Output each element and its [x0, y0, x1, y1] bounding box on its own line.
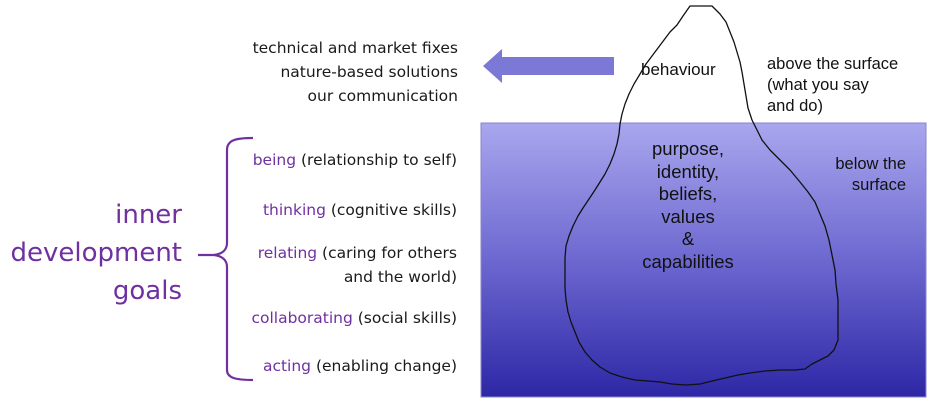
water-surface-box [480, 122, 927, 398]
goal-keyword: acting [262, 357, 312, 375]
goal-relating: relating (caring for others and the worl… [258, 241, 457, 289]
core-line: purpose, [652, 138, 724, 159]
goal-keyword: relating [257, 244, 318, 262]
core-line: beliefs, [658, 183, 718, 204]
core-line: values [661, 205, 715, 227]
above-surface-line: above the surface [767, 55, 899, 73]
above-surface-line: and do) [767, 97, 823, 115]
below-surface-line: surface [851, 176, 906, 194]
goal-keyword: being [252, 151, 297, 169]
goal-description: (caring for others [317, 244, 457, 262]
goal-being: being (relationship to self) [253, 148, 457, 172]
outer-action-item: nature-based solutions [280, 63, 458, 81]
curly-brace [198, 136, 254, 382]
above-surface-line: (what you say [767, 76, 869, 94]
idg-title-line: development [10, 238, 182, 268]
iceberg-core-label: purpose, identity, beliefs, values & cap… [618, 138, 758, 273]
goal-keyword: collaborating [251, 309, 353, 327]
outer-action-item: technical and market fixes [252, 39, 458, 57]
below-surface-label: below the surface [800, 154, 906, 196]
below-surface-line: below the [835, 155, 906, 173]
core-line: capabilities [642, 250, 734, 272]
goal-description: (enabling change) [311, 357, 457, 375]
above-surface-label: above the surface (what you say and do) [767, 54, 898, 117]
core-line: identity, [656, 160, 720, 182]
behaviour-label: behaviour [641, 60, 716, 79]
goal-keyword: thinking [262, 201, 326, 219]
goal-description-continuation: and the world) [343, 268, 457, 286]
idg-title-line: goals [112, 276, 182, 306]
arrow-left-icon [483, 49, 614, 83]
goal-acting: acting (enabling change) [263, 354, 457, 378]
goal-description: (social skills) [352, 309, 457, 327]
goal-description: (cognitive skills) [325, 201, 457, 219]
iceberg-outline [564, 5, 839, 386]
outer-actions-list: technical and market fixes nature-based … [200, 36, 458, 108]
goal-description: (relationship to self) [296, 151, 457, 169]
idg-title-line: inner [115, 200, 182, 230]
goal-collaborating: collaborating (social skills) [251, 306, 457, 330]
outer-action-item: our communication [307, 87, 458, 105]
goal-thinking: thinking (cognitive skills) [263, 198, 457, 222]
core-line: & [681, 228, 695, 249]
idg-title: inner development goals [0, 196, 182, 310]
